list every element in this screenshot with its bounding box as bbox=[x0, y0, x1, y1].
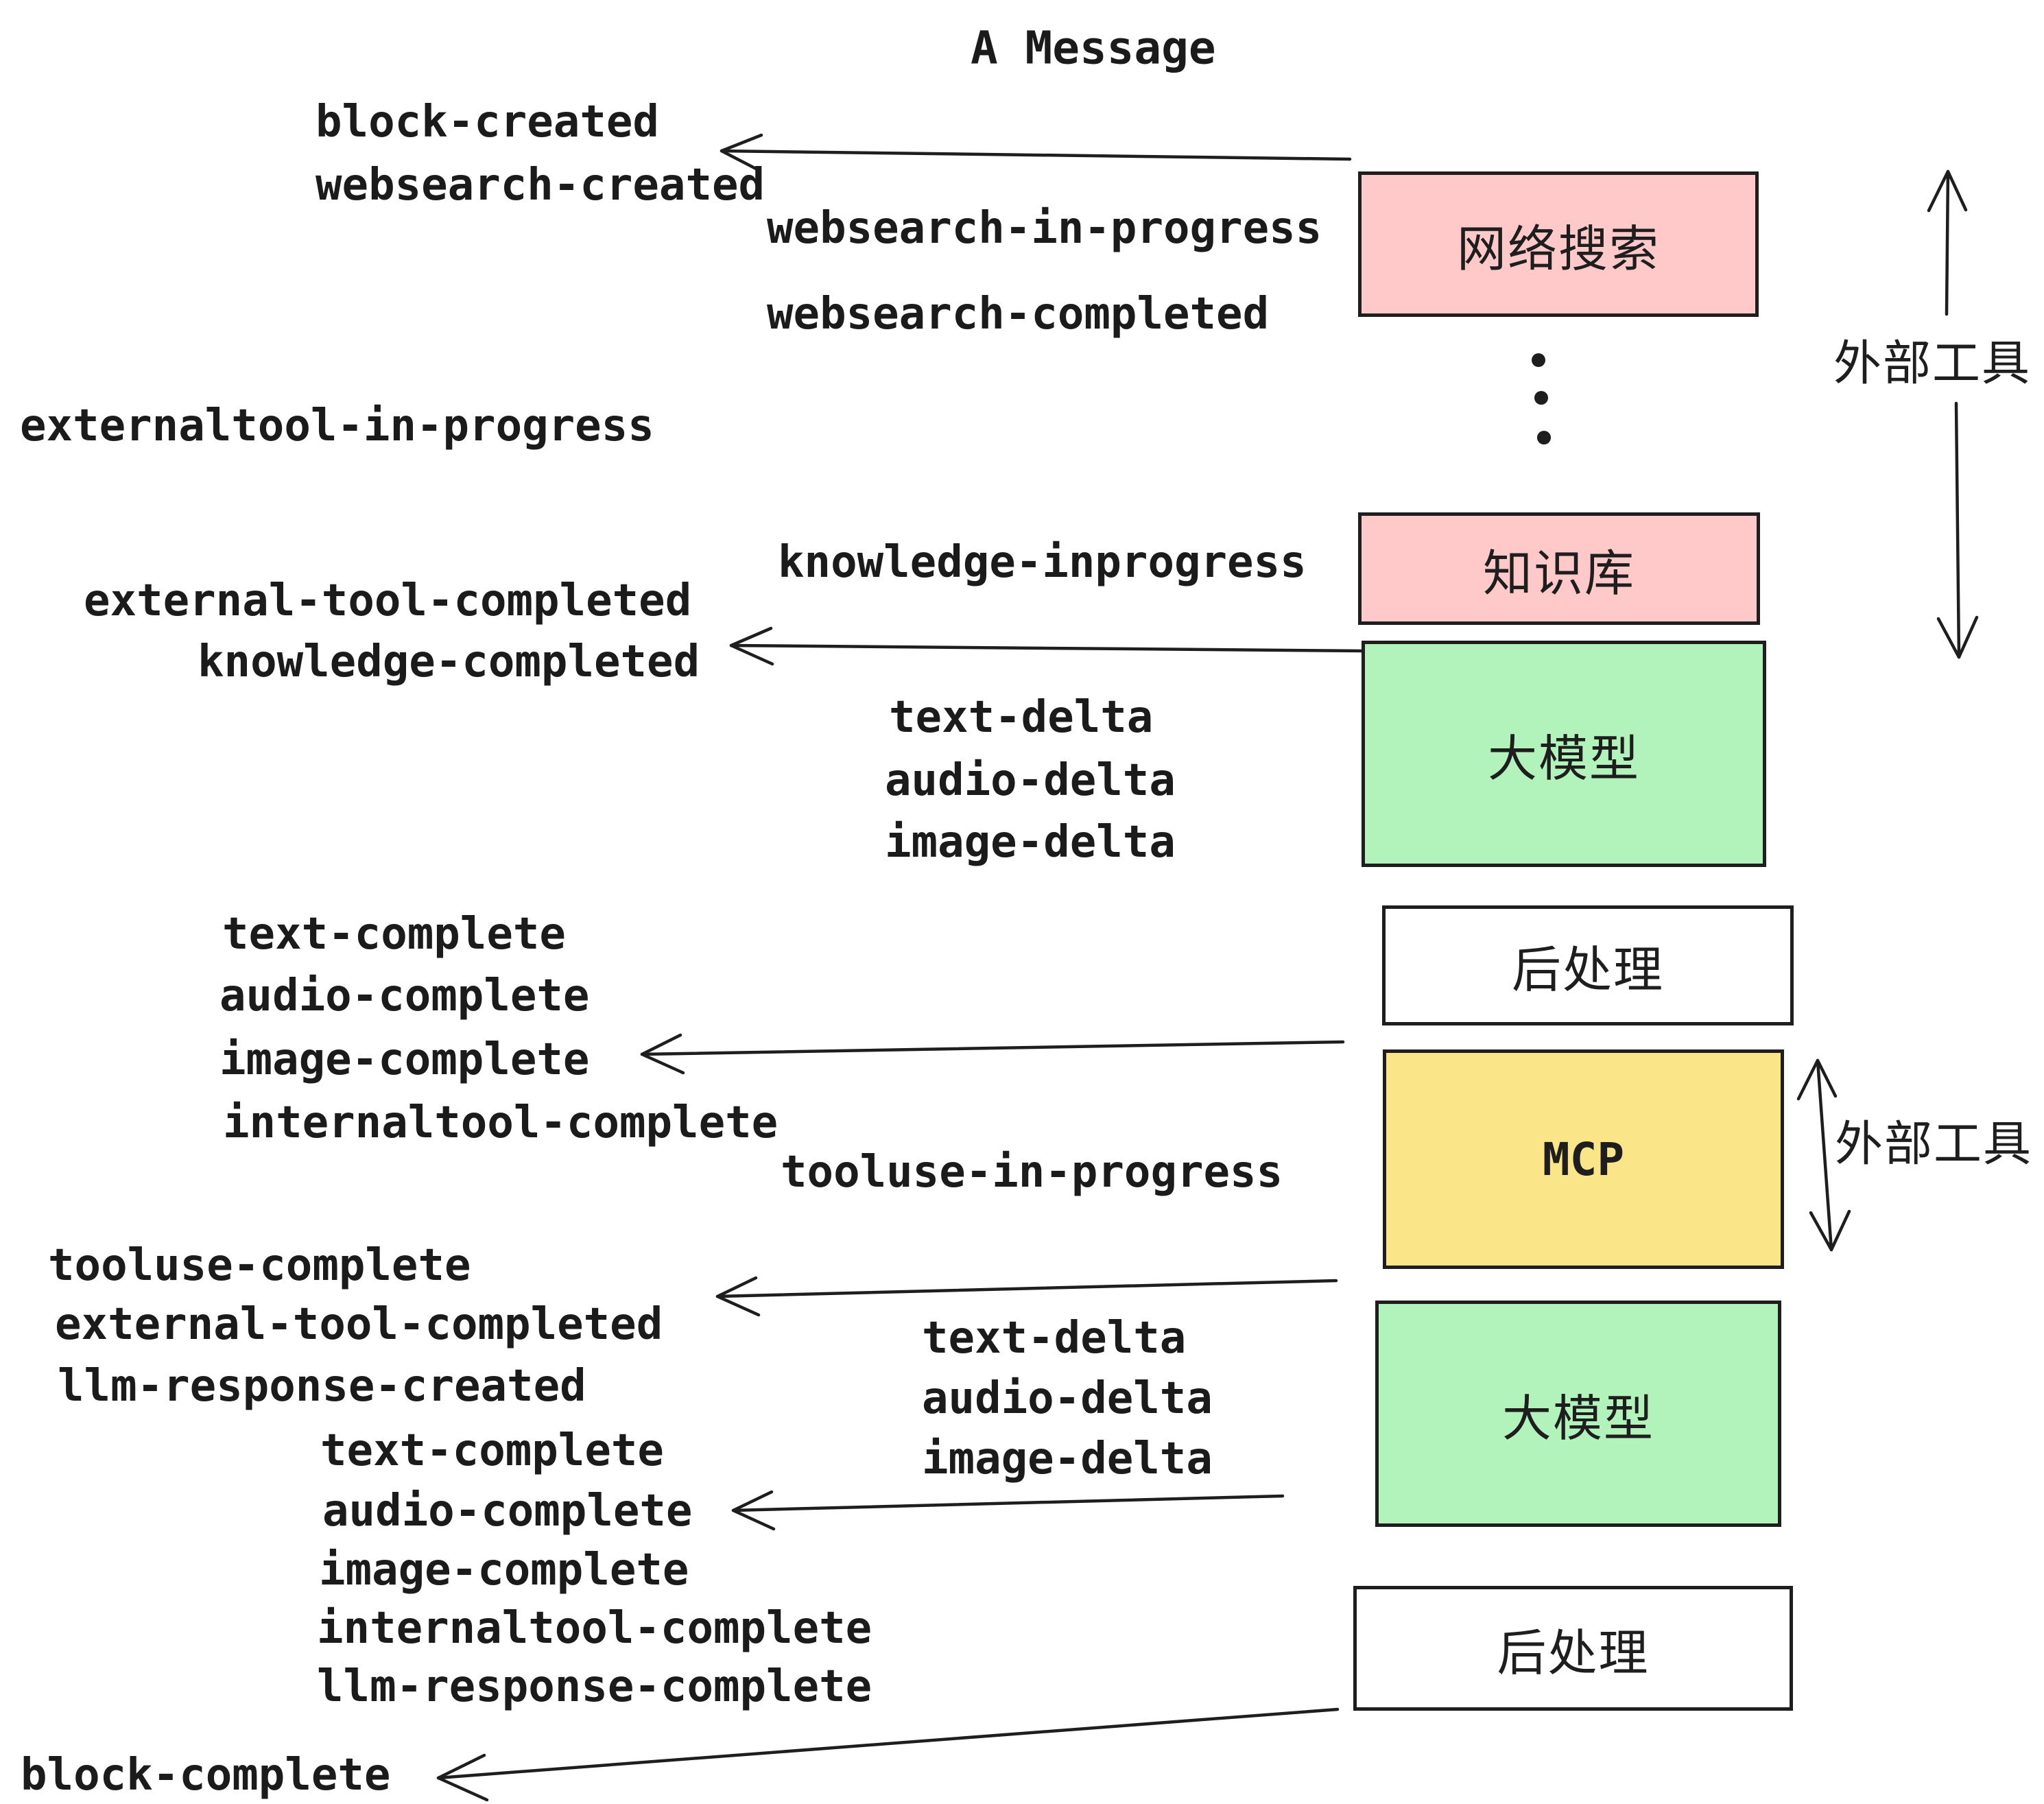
arrow-external-tools-down bbox=[1936, 401, 1979, 659]
component-box: 大模型 bbox=[1375, 1301, 1781, 1527]
arrow-external-tools-up bbox=[1927, 169, 1968, 316]
event-label: llm-response-created bbox=[58, 1361, 586, 1412]
component-box: 后处理 bbox=[1382, 905, 1794, 1025]
arrow-tooluse-complete bbox=[715, 1276, 1338, 1317]
component-box-label: 后处理 bbox=[1511, 941, 1664, 999]
ellipsis-dot bbox=[1534, 391, 1548, 405]
component-box-label: 网络搜索 bbox=[1456, 219, 1660, 278]
event-label: audio-complete bbox=[219, 971, 590, 1021]
external-tools-label: 外部工具 bbox=[1833, 335, 2031, 392]
event-label: knowledge-completed bbox=[198, 637, 700, 687]
ellipsis-dot bbox=[1537, 431, 1551, 444]
arrow-knowledge-completed bbox=[729, 626, 1370, 666]
event-label: audio-complete bbox=[322, 1486, 693, 1536]
component-box-label: 大模型 bbox=[1501, 1389, 1654, 1447]
event-label: text-delta bbox=[889, 692, 1154, 743]
event-label: externaltool-in-progress bbox=[20, 401, 654, 451]
component-box: 大模型 bbox=[1362, 641, 1766, 867]
arrow-mcp-external-tools bbox=[1796, 1058, 1851, 1252]
component-box-label: 大模型 bbox=[1487, 729, 1640, 787]
event-label: external-tool-completed bbox=[55, 1299, 663, 1350]
event-label: text-complete bbox=[222, 909, 566, 960]
event-label: block-complete bbox=[21, 1750, 391, 1801]
event-label: block-created bbox=[316, 97, 659, 147]
event-label: websearch-in-progress bbox=[767, 203, 1322, 254]
ellipsis-dots bbox=[1532, 353, 1551, 444]
event-label: text-complete bbox=[320, 1425, 664, 1476]
component-box: 后处理 bbox=[1353, 1586, 1793, 1711]
event-label: internaltool-complete bbox=[223, 1097, 779, 1148]
event-label: image-delta bbox=[885, 817, 1176, 868]
event-label: websearch-completed bbox=[767, 289, 1270, 340]
component-box: 网络搜索 bbox=[1358, 171, 1759, 317]
event-label: external-tool-completed bbox=[84, 575, 692, 626]
event-label: audio-delta bbox=[922, 1373, 1213, 1424]
arrow-audio-complete bbox=[731, 1490, 1285, 1531]
component-box-label: MCP bbox=[1542, 1132, 1625, 1186]
event-label: image-complete bbox=[319, 1545, 689, 1595]
component-box: MCP bbox=[1383, 1049, 1784, 1269]
event-label: knowledge-inprogress bbox=[778, 537, 1307, 588]
external-tools-label: 外部工具 bbox=[1835, 1115, 2032, 1172]
arrow-image-complete bbox=[640, 1033, 1345, 1075]
event-label: image-complete bbox=[219, 1034, 590, 1085]
event-label: internaltool-complete bbox=[317, 1603, 872, 1654]
component-box: 知识库 bbox=[1358, 512, 1760, 625]
event-label: audio-delta bbox=[885, 755, 1176, 806]
component-box-label: 知识库 bbox=[1482, 544, 1635, 602]
arrow-block-created bbox=[720, 133, 1352, 173]
component-box-label: 后处理 bbox=[1497, 1624, 1650, 1682]
event-label: text-delta bbox=[922, 1313, 1187, 1364]
ellipsis-dot bbox=[1532, 353, 1545, 367]
event-label: tooluse-complete bbox=[48, 1240, 471, 1291]
event-label: tooluse-in-progress bbox=[781, 1147, 1283, 1198]
event-label: llm-response-complete bbox=[317, 1661, 872, 1712]
diagram-title: A Message bbox=[971, 21, 1216, 75]
event-label: websearch-created bbox=[316, 160, 765, 211]
arrow-block-complete bbox=[436, 1707, 1340, 1802]
event-label: image-delta bbox=[922, 1434, 1213, 1484]
